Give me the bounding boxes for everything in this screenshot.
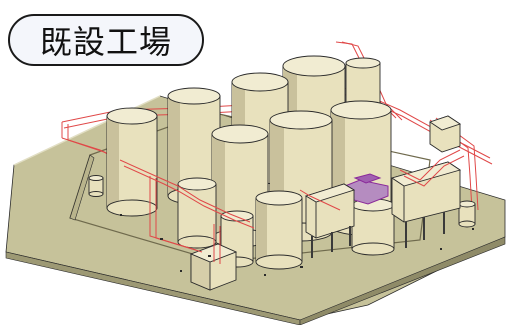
purple-slab-top: [353, 173, 382, 184]
title-text: 既設工場: [39, 23, 172, 61]
ground-front-edge: [5, 251, 301, 325]
front-left-box: [189, 243, 238, 291]
ground-details: [120, 214, 474, 276]
right-small-building: [428, 115, 462, 153]
tank-group: [88, 55, 476, 270]
tank: [255, 190, 303, 270]
ground-top-edge-highlight: [13, 95, 161, 166]
tank: [106, 107, 158, 217]
tank: [351, 198, 395, 256]
right-building: [390, 161, 462, 248]
tank: [458, 200, 476, 228]
ground-right-edge: [299, 236, 506, 325]
title-label: 既設工場: [8, 14, 204, 66]
enclosure-wall-left: [69, 154, 95, 221]
tank: [177, 177, 217, 249]
piping-front: [119, 149, 465, 264]
tank: [88, 175, 104, 197]
center-building: [304, 183, 356, 258]
